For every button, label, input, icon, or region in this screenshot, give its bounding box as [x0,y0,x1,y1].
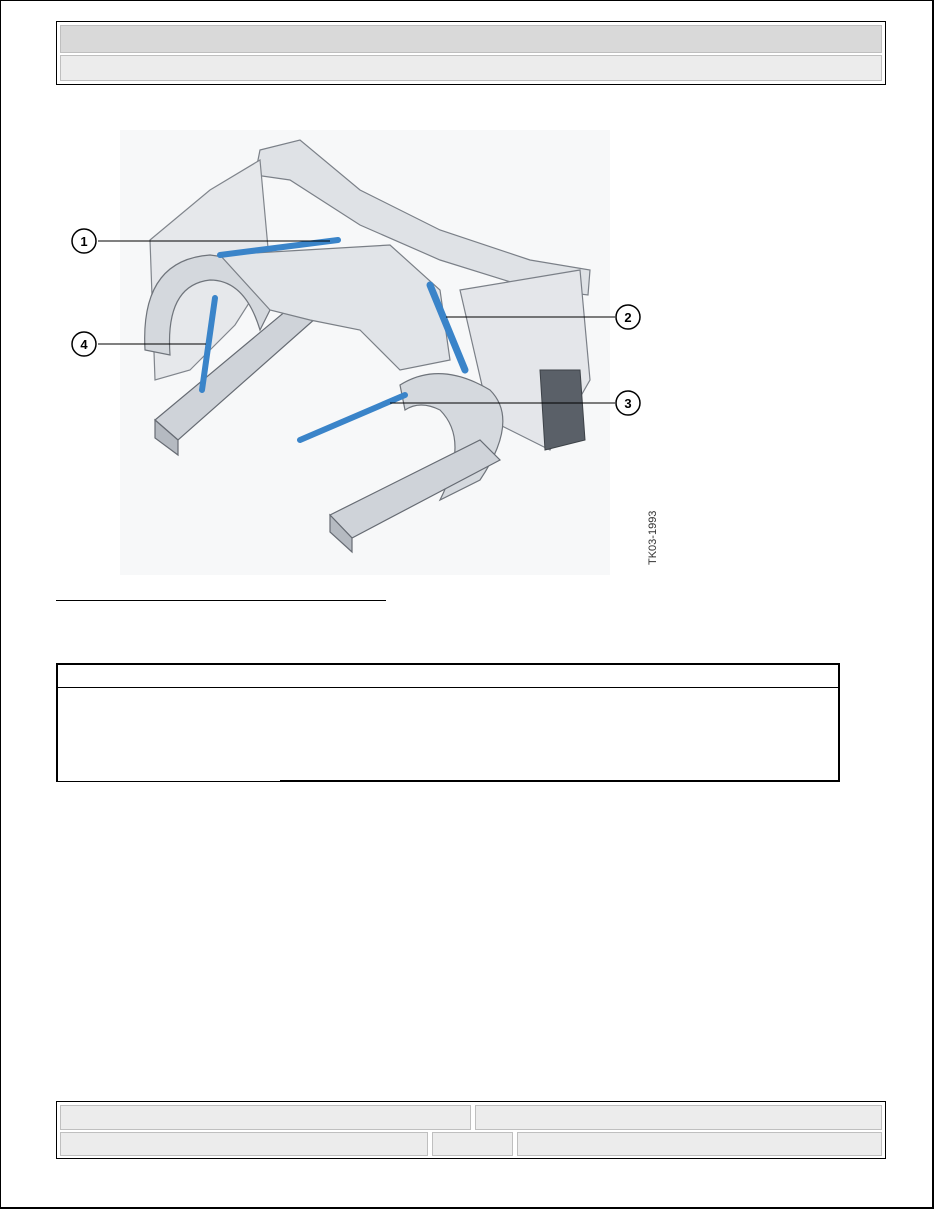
right-dark-bracket [539,369,586,451]
left-rail-end [154,418,179,457]
footer-cell-left-top [60,1105,471,1130]
note-table-header [58,665,838,688]
callout-4-label: 4 [80,337,88,352]
footer-cell-left-bottom [60,1132,428,1156]
header-subtitle-bar [60,55,882,81]
footer-cell-right-top [475,1105,882,1130]
figure-code: TK03-1993 [647,511,659,565]
footer-cell-middle-bottom [432,1132,513,1156]
right-rail-end [329,513,353,554]
note-table [56,663,840,782]
strut-2 [426,281,469,374]
callout-4: 4 [71,331,97,357]
document-footer [56,1101,886,1159]
strut-1 [217,237,341,258]
strut-4 [199,295,218,393]
callout-2-label: 2 [624,310,631,325]
note-table-bottom-rule [280,780,840,782]
cowl-beam [254,139,591,296]
callout-1-label: 1 [80,234,87,249]
callout-2: 2 [615,304,641,330]
front-end-structure-illustration: 1 2 3 4 TK03-1993 [71,130,659,575]
caption-underline [56,600,386,601]
callout-3-label: 3 [624,396,631,411]
bulkhead-center [218,244,451,371]
strut-3 [297,392,408,443]
callout-3: 3 [615,390,641,416]
document-header [56,21,886,85]
footer-cell-right-bottom [517,1132,882,1156]
callout-1: 1 [71,228,97,254]
header-title-bar [60,25,882,53]
